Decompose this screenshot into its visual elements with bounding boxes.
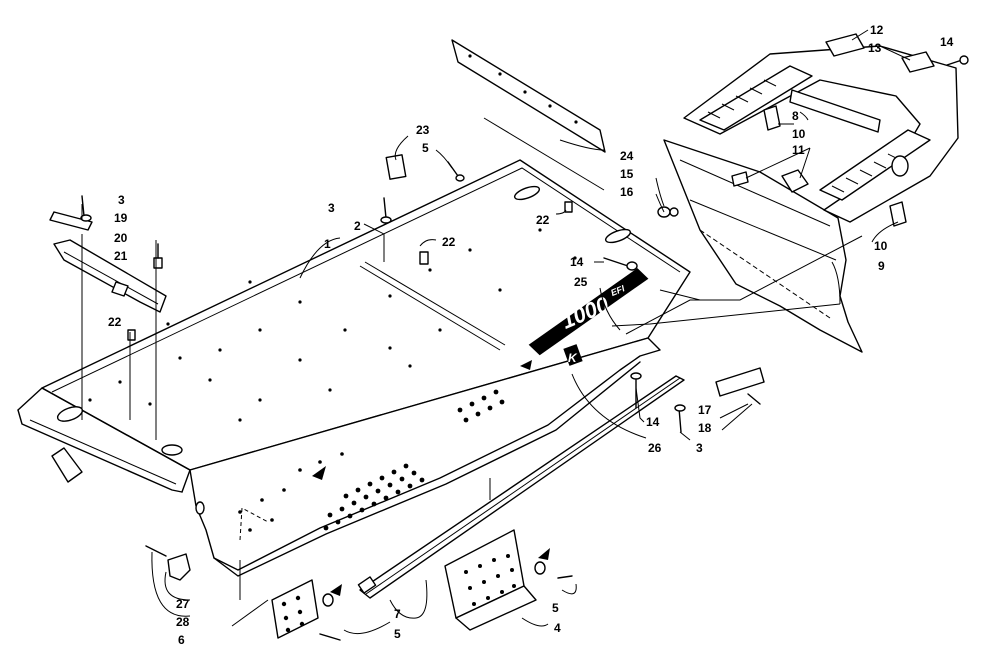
step-bracket — [444, 529, 573, 631]
callout-22: 22 — [536, 213, 550, 227]
callout-28: 28 — [176, 615, 190, 629]
callout-14: 14 — [570, 255, 584, 269]
leader-lines — [81, 29, 911, 635]
callout-9: 9 — [878, 259, 885, 273]
callout-5: 5 — [394, 627, 401, 641]
callout-16: 16 — [620, 185, 634, 199]
callout-21: 21 — [114, 249, 128, 263]
callout-3: 3 — [696, 441, 703, 455]
tunnel-side-wall — [189, 337, 661, 571]
callout-12: 12 — [870, 23, 884, 37]
running-board-strip — [357, 375, 685, 599]
tunnel-assembly — [17, 159, 691, 577]
callout-numbers: 1 2 3 3 3 4 5 5 5 6 7 8 9 10 10 11 12 13… — [108, 23, 954, 647]
hardware-fasteners — [80, 55, 969, 433]
callout-13: 13 — [868, 41, 882, 55]
callout-15: 15 — [620, 167, 634, 181]
k-badge: K — [563, 344, 583, 366]
tunnel-front-bracket — [51, 447, 83, 483]
bracket-19 — [49, 211, 93, 231]
callout-3: 3 — [328, 201, 335, 215]
callout-22: 22 — [442, 235, 456, 249]
callout-19: 19 — [114, 211, 128, 225]
callout-8: 8 — [792, 109, 799, 123]
bracket-21 — [53, 239, 167, 313]
callout-25: 25 — [574, 275, 588, 289]
k-badge-text: K — [568, 351, 578, 365]
callout-24: 24 — [620, 149, 634, 163]
callout-26: 26 — [648, 441, 662, 455]
rear-bumper-panel — [663, 139, 863, 353]
callout-10: 10 — [792, 127, 806, 141]
callout-22: 22 — [108, 315, 122, 329]
callout-14: 14 — [646, 415, 660, 429]
callout-7: 7 — [394, 607, 401, 621]
callout-18: 18 — [698, 421, 712, 435]
callout-23: 23 — [416, 123, 430, 137]
callout-27: 27 — [176, 597, 190, 611]
callout-4: 4 — [554, 621, 561, 635]
callout-1: 1 — [324, 237, 331, 251]
front-plate-and-clip — [145, 545, 342, 641]
callout-3: 3 — [118, 193, 125, 207]
callout-2: 2 — [354, 219, 361, 233]
rear-rack-assembly — [663, 33, 959, 353]
callout-6: 6 — [178, 633, 185, 647]
heat-shield-panel — [451, 39, 606, 191]
rivet-holes — [88, 228, 577, 422]
callout-20: 20 — [114, 231, 128, 245]
callout-5: 5 — [552, 601, 559, 615]
left-bracket-assembly — [49, 211, 167, 313]
callout-17: 17 — [698, 403, 712, 417]
callout-5: 5 — [422, 141, 429, 155]
callout-11: 11 — [792, 143, 805, 157]
side-wall-perforations — [238, 389, 505, 532]
callout-10: 10 — [874, 239, 888, 253]
callout-14: 14 — [940, 35, 954, 49]
